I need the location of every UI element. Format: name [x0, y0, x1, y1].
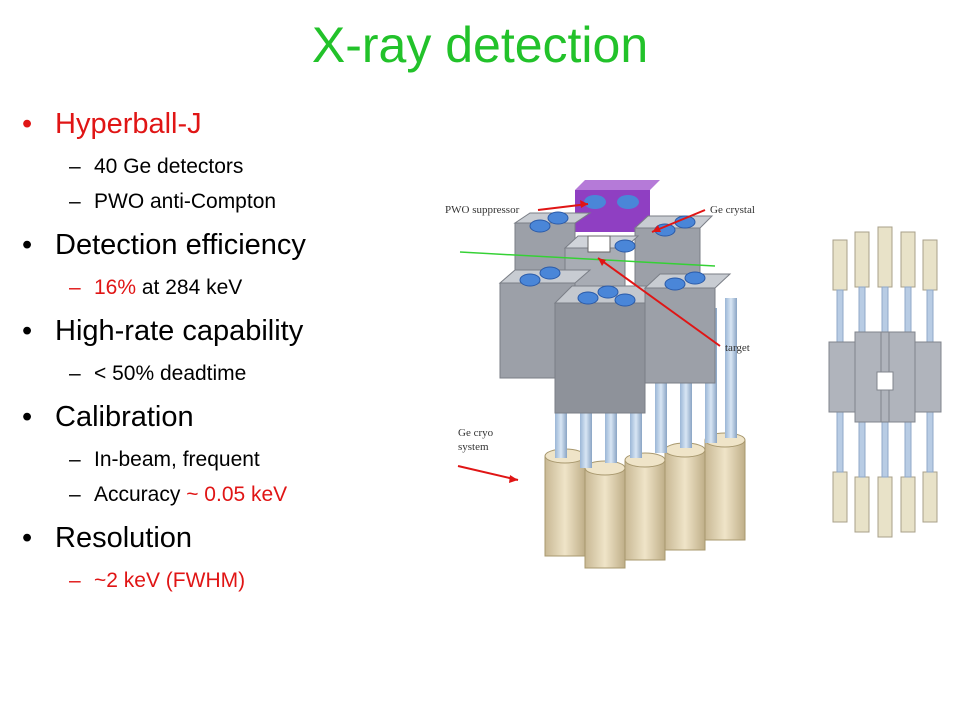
label-target: target — [725, 342, 750, 354]
label-ge-crystal: Ge crystal — [710, 204, 755, 216]
annotation-arrows — [457, 203, 721, 481]
bullet-list: Hyperball-J –40 Ge detectors –PWO anti-C… — [22, 104, 422, 594]
detector-illustration: PWO suppressor Ge crystal target Ge cryo… — [420, 168, 810, 588]
pwo-gray-modules — [498, 212, 732, 414]
bullet-resolution: Resolution — [22, 518, 422, 558]
ge-crystals — [519, 211, 706, 307]
sub-bullet: –~2 keV (FWHM) — [69, 569, 246, 592]
bullet-calibration: Calibration — [22, 397, 422, 437]
sub-bullet: –Accuracy ~ 0.05 keV — [69, 483, 288, 506]
side-view-illustration — [825, 222, 945, 542]
pwo-top-block — [575, 180, 660, 232]
bullet-efficiency: Detection efficiency — [22, 225, 422, 265]
beam-line — [459, 251, 716, 267]
sub-bullet: –PWO anti-Compton — [69, 190, 277, 213]
sub-bullet: –< 50% deadtime — [69, 362, 247, 385]
bullet-high-rate: High-rate capability — [22, 311, 422, 351]
sub-bullet: –40 Ge detectors — [69, 155, 244, 178]
label-pwo: PWO suppressor — [445, 204, 520, 216]
bullet-hyperball: Hyperball-J — [22, 104, 422, 144]
target-position — [587, 235, 611, 253]
sub-bullet: –16% at 284 keV — [69, 276, 243, 299]
label-cryo-2: system — [458, 441, 489, 453]
cryo-cylinders — [544, 432, 746, 569]
label-cryo-1: Ge cryo — [458, 427, 494, 439]
sub-bullet: –In-beam, frequent — [69, 448, 260, 471]
slide-title: X-ray detection — [311, 17, 649, 73]
